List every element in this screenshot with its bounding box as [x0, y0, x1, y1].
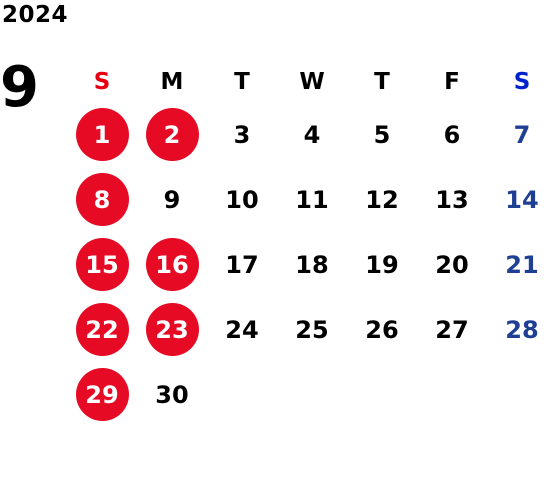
- empty-day-cell: [277, 362, 347, 427]
- empty-day-cell: [207, 362, 277, 427]
- day-cell: 3: [207, 102, 277, 167]
- date-number: 14: [505, 185, 539, 214]
- day-cell: 27: [417, 297, 487, 362]
- date-number: 18: [295, 250, 329, 279]
- empty-day-cell: [417, 362, 487, 427]
- date-number: 17: [225, 250, 259, 279]
- weekday-header: F: [444, 69, 460, 95]
- weekday-header: M: [160, 69, 184, 95]
- date-number: 13: [435, 185, 469, 214]
- year-label: 2024: [2, 2, 69, 28]
- date-number: 20: [435, 250, 469, 279]
- empty-day-cell: [347, 362, 417, 427]
- date-number: 28: [505, 315, 539, 344]
- date-number: 10: [225, 185, 259, 214]
- date-number: 26: [365, 315, 399, 344]
- holiday-date: 16: [145, 238, 199, 291]
- day-cell: 9: [137, 167, 207, 232]
- day-cell: 23: [137, 297, 207, 362]
- day-cell: 15: [67, 232, 137, 297]
- weekday-header: T: [374, 69, 390, 95]
- day-cell: 30: [137, 362, 207, 427]
- holiday-date: 8: [75, 173, 129, 226]
- day-cell: 16: [137, 232, 207, 297]
- day-cell: 10: [207, 167, 277, 232]
- date-number: 7: [513, 120, 531, 149]
- weekday-header: W: [299, 69, 325, 95]
- day-cell: 18: [277, 232, 347, 297]
- date-number: 11: [295, 185, 329, 214]
- weekday-header: S: [513, 69, 531, 95]
- holiday-date: 15: [75, 238, 129, 291]
- weekday-header: S: [93, 69, 111, 95]
- holiday-date: 22: [75, 303, 129, 356]
- day-cell: 25: [277, 297, 347, 362]
- date-number: 5: [373, 120, 391, 149]
- day-cell: 8: [67, 167, 137, 232]
- day-cell: 28: [487, 297, 548, 362]
- day-cell: 13: [417, 167, 487, 232]
- day-cell: 20: [417, 232, 487, 297]
- day-cell: 26: [347, 297, 417, 362]
- day-cell: 2: [137, 102, 207, 167]
- date-number: 12: [365, 185, 399, 214]
- day-cell: 5: [347, 102, 417, 167]
- day-cell: 1: [67, 102, 137, 167]
- empty-day-cell: [487, 362, 548, 427]
- day-cell: 6: [417, 102, 487, 167]
- date-number: 19: [365, 250, 399, 279]
- holiday-date: 23: [145, 303, 199, 356]
- day-cell: 22: [67, 297, 137, 362]
- day-cell: 12: [347, 167, 417, 232]
- day-cell: 19: [347, 232, 417, 297]
- month-number: 9: [0, 55, 39, 120]
- holiday-date: 2: [145, 108, 199, 161]
- date-number: 27: [435, 315, 469, 344]
- holiday-date: 1: [75, 108, 129, 161]
- day-cell: 14: [487, 167, 548, 232]
- weekday-header: T: [234, 69, 250, 95]
- date-number: 30: [155, 380, 189, 409]
- day-cell: 4: [277, 102, 347, 167]
- date-number: 3: [233, 120, 251, 149]
- day-cell: 24: [207, 297, 277, 362]
- day-cell: 21: [487, 232, 548, 297]
- day-cell: 7: [487, 102, 548, 167]
- date-number: 25: [295, 315, 329, 344]
- day-cell: 11: [277, 167, 347, 232]
- day-cell: 17: [207, 232, 277, 297]
- date-number: 24: [225, 315, 259, 344]
- date-number: 21: [505, 250, 539, 279]
- holiday-date: 29: [75, 368, 129, 421]
- day-cell: 29: [67, 362, 137, 427]
- date-number: 9: [163, 185, 181, 214]
- date-number: 4: [303, 120, 321, 149]
- date-number: 6: [443, 120, 461, 149]
